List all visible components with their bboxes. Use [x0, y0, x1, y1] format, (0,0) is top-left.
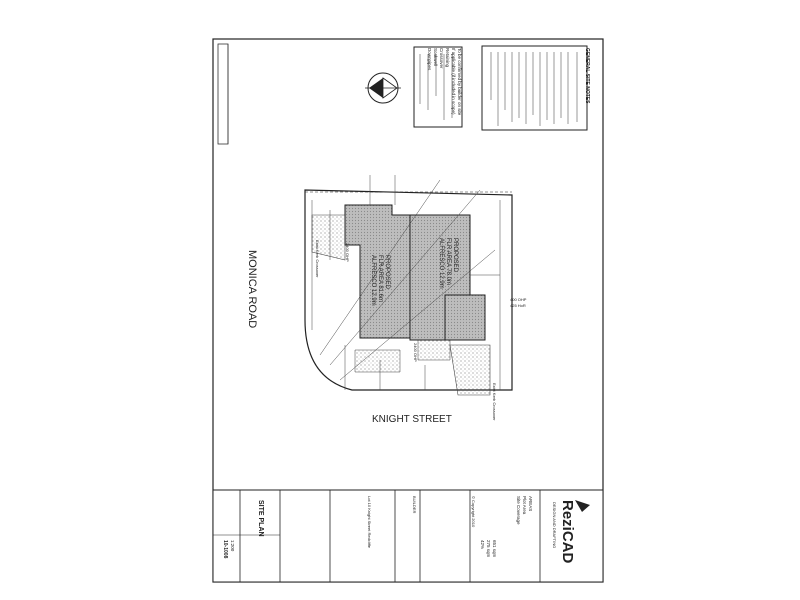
- builder-note-line: Downpipes: [427, 48, 432, 71]
- builder-note: To be confirmed by builder on site If ap…: [426, 48, 462, 115]
- areas-block: AREAS Plot Area Site Coverage: [515, 496, 533, 525]
- unit-left-label: PROPOSED FLR AREA 81.6m ALFRESCO 12.9m: [369, 255, 390, 306]
- unit-left-title: PROPOSED: [384, 255, 390, 290]
- dim-label: 2400 OHP: [345, 243, 350, 262]
- areas-heading: AREAS: [528, 496, 533, 512]
- crossover-right: Exist Kerb Crossover: [492, 383, 497, 421]
- job-number: 10-1008: [222, 540, 228, 559]
- copyright: © Copyright 2010: [471, 496, 476, 528]
- general-notes-title: GENERAL SITE NOTES: [584, 48, 590, 104]
- general-notes-lines: [490, 52, 578, 126]
- builder-note-line: Soakwell: [433, 48, 438, 67]
- dimension-lines: [311, 175, 501, 390]
- unit-right-label: PROPOSED FLR AREA 78.0m ALFRESCO 12.9m: [437, 238, 458, 289]
- unit-right-alfresco: ALFRESCO 12.9m: [438, 238, 444, 289]
- lot-boundary: [304, 189, 513, 391]
- logo-tagline: DESIGN AND DRAFTING: [552, 502, 557, 549]
- alfresco: [444, 294, 486, 341]
- areas-values: 651 sqm 275 sqm 42%: [479, 540, 497, 557]
- road-label-left: MONICA ROAD: [246, 250, 258, 329]
- address: Lot 10 Knight Street Redcliffe: [367, 496, 372, 548]
- builder-note-line: If applicable (if included in scope): [451, 48, 456, 115]
- areas-value: 275 sqm: [486, 540, 491, 558]
- road-label-bottom: KNIGHT STREET: [372, 414, 452, 425]
- unit-left-alfresco: ALFRESCO 12.9m: [370, 255, 376, 306]
- general-notes-box: [481, 45, 588, 131]
- areas-value: 651 sqm: [492, 540, 497, 558]
- logo-text: ReziCAD: [559, 500, 576, 564]
- north-arrow-icon: [365, 72, 401, 104]
- builder-label: BUILDER: [412, 496, 417, 514]
- unit-left-area: FLR AREA 81.6m: [377, 255, 383, 303]
- crossover-left: Exist Kerb Crossover: [315, 240, 320, 278]
- drawing-title: SITE PLAN: [257, 500, 264, 537]
- rezicad-logo-icon: [575, 500, 590, 512]
- builder-note-line: To be confirmed by builder on site: [457, 48, 462, 116]
- scale: 1:200: [230, 540, 235, 552]
- unit-right-area: FLR AREA 78.0m: [445, 238, 451, 286]
- title-block: [212, 489, 604, 583]
- builder-note-box: [413, 46, 463, 128]
- areas-plot: Plot Area: [522, 496, 527, 515]
- driveway-right: [449, 344, 491, 396]
- dim-label: 425 HoR: [510, 303, 526, 308]
- areas-site-cover: Site Coverage: [516, 496, 521, 525]
- unit-right-title: PROPOSED: [452, 238, 458, 273]
- dim-label: 400 OHP: [510, 297, 527, 302]
- dim-label: 2400 OHP: [413, 343, 418, 362]
- builder-note-line: Crossover: [439, 48, 444, 69]
